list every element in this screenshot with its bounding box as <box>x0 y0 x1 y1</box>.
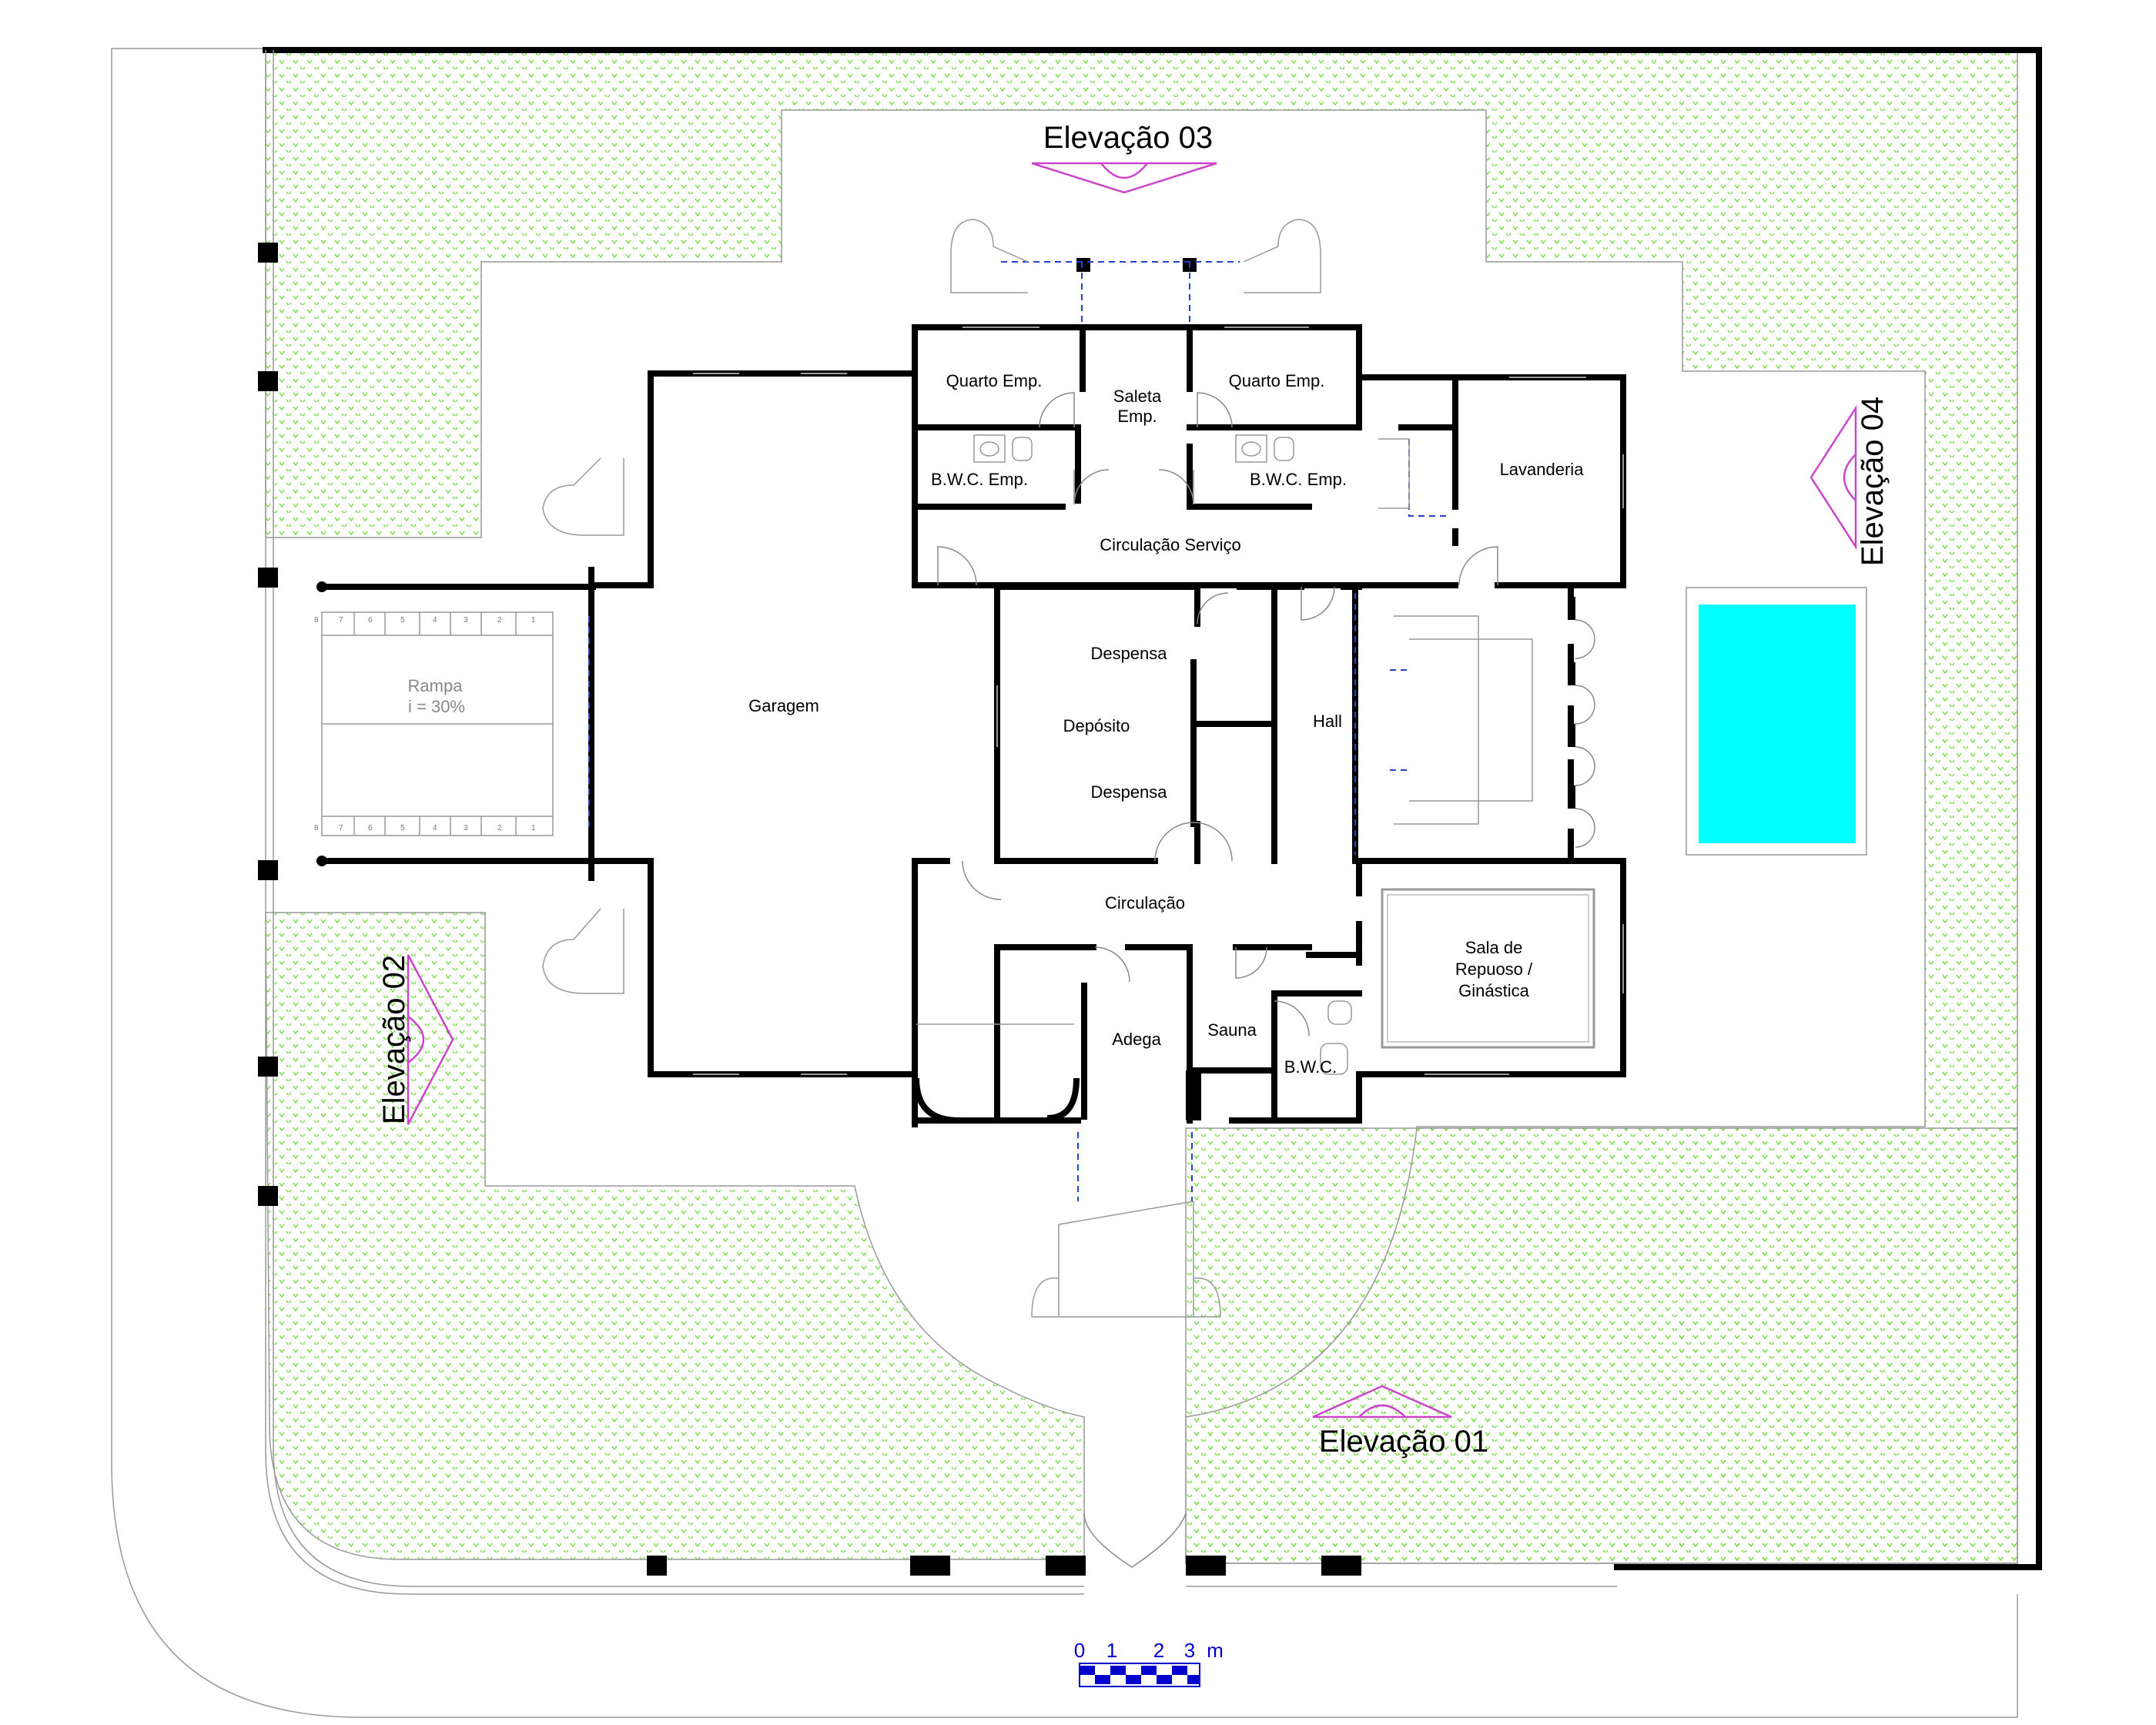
svg-text:6: 6 <box>368 616 373 625</box>
svg-text:7: 7 <box>339 824 343 832</box>
elevation-labels: Elevação 03 Elevação 01 Elevação 02 Elev… <box>377 121 1890 1459</box>
svg-text:4: 4 <box>433 824 437 832</box>
label-quarto-emp-1: Quarto Emp. <box>946 371 1043 390</box>
svg-text:1: 1 <box>531 616 536 625</box>
lot-outline <box>111 48 2018 1718</box>
svg-text:3: 3 <box>464 616 468 625</box>
elevation-markers <box>407 162 1857 1419</box>
label-despensa-1: Despensa <box>1090 644 1167 663</box>
label-bwc-emp-2: B.W.C. Emp. <box>1250 470 1347 489</box>
scale-bar: 0 1 2 3 m <box>1074 1639 1224 1687</box>
scale-1: 1 <box>1106 1639 1117 1662</box>
label-elevacao-01: Elevação 01 <box>1319 1425 1488 1459</box>
label-elevacao-02: Elevação 02 <box>377 955 411 1124</box>
svg-text:6: 6 <box>368 824 373 832</box>
label-rampa: Rampa <box>408 676 464 695</box>
label-elevacao-04: Elevação 04 <box>1856 397 1890 566</box>
label-rampa-slope: i = 30% <box>408 697 465 716</box>
lawn-left <box>265 912 1085 1560</box>
label-quarto-emp-2: Quarto Emp. <box>1229 371 1325 390</box>
svg-text:8: 8 <box>314 824 319 832</box>
external-stairs <box>542 219 1533 1318</box>
hall-columns <box>1568 597 1595 848</box>
label-despensa-2: Despensa <box>1090 782 1167 802</box>
label-hall: Hall <box>1313 712 1342 731</box>
elevation-02-marker <box>407 954 454 1125</box>
label-bwc: B.W.C. <box>1284 1057 1337 1077</box>
pool <box>1699 605 1856 843</box>
lawn-right <box>1185 1127 2018 1564</box>
doors <box>937 392 1498 1568</box>
house-walls <box>316 324 1626 1127</box>
elevation-01-marker <box>1312 1385 1452 1419</box>
lawn-areas <box>265 49 2018 1564</box>
svg-text:3: 3 <box>464 824 468 832</box>
svg-text:1: 1 <box>531 824 536 832</box>
ramp: 8 7 6 5 4 3 2 1 8 7 6 5 4 3 2 1 <box>314 611 554 836</box>
room-labels: Quarto Emp. Saleta Emp. Quarto Emp. B.W.… <box>408 371 1585 1077</box>
label-circulacao-servico: Circulação Serviço <box>1100 535 1240 554</box>
scale-3: 3 <box>1184 1639 1195 1662</box>
label-lavanderia: Lavanderia <box>1500 460 1585 479</box>
scale-2: 2 <box>1153 1639 1164 1662</box>
label-sauna: Sauna <box>1207 1020 1257 1040</box>
label-garagem: Garagem <box>748 696 819 715</box>
svg-text:4: 4 <box>433 616 437 625</box>
label-sala-1: Sala de <box>1465 938 1523 957</box>
label-sala-2: Repuoso / <box>1455 960 1533 979</box>
sanitary-fixtures <box>973 434 1352 1075</box>
scale-0: 0 <box>1074 1639 1085 1662</box>
gym-area-outline <box>1381 888 1595 1049</box>
boundary-pillars <box>258 243 1361 1576</box>
label-elevacao-03: Elevação 03 <box>1043 121 1213 155</box>
elevation-03-marker <box>1031 162 1217 194</box>
svg-text:8: 8 <box>314 616 319 625</box>
label-saleta-1: Saleta <box>1113 387 1162 406</box>
label-adega: Adega <box>1112 1030 1161 1049</box>
label-deposito: Depósito <box>1063 716 1130 735</box>
elevation-04-marker <box>1810 404 1857 551</box>
windows <box>693 327 1624 1075</box>
scale-unit: m <box>1207 1639 1224 1662</box>
boundary-walls <box>263 47 2042 1595</box>
label-circulacao: Circulação <box>1105 893 1185 913</box>
svg-text:5: 5 <box>400 616 405 625</box>
svg-text:7: 7 <box>339 616 343 625</box>
svg-text:2: 2 <box>497 616 502 625</box>
svg-text:5: 5 <box>400 824 405 832</box>
label-saleta-2: Emp. <box>1117 407 1157 426</box>
label-sala-3: Ginástica <box>1458 981 1529 1000</box>
svg-text:2: 2 <box>497 824 502 832</box>
label-bwc-emp-1: B.W.C. Emp. <box>931 470 1028 489</box>
